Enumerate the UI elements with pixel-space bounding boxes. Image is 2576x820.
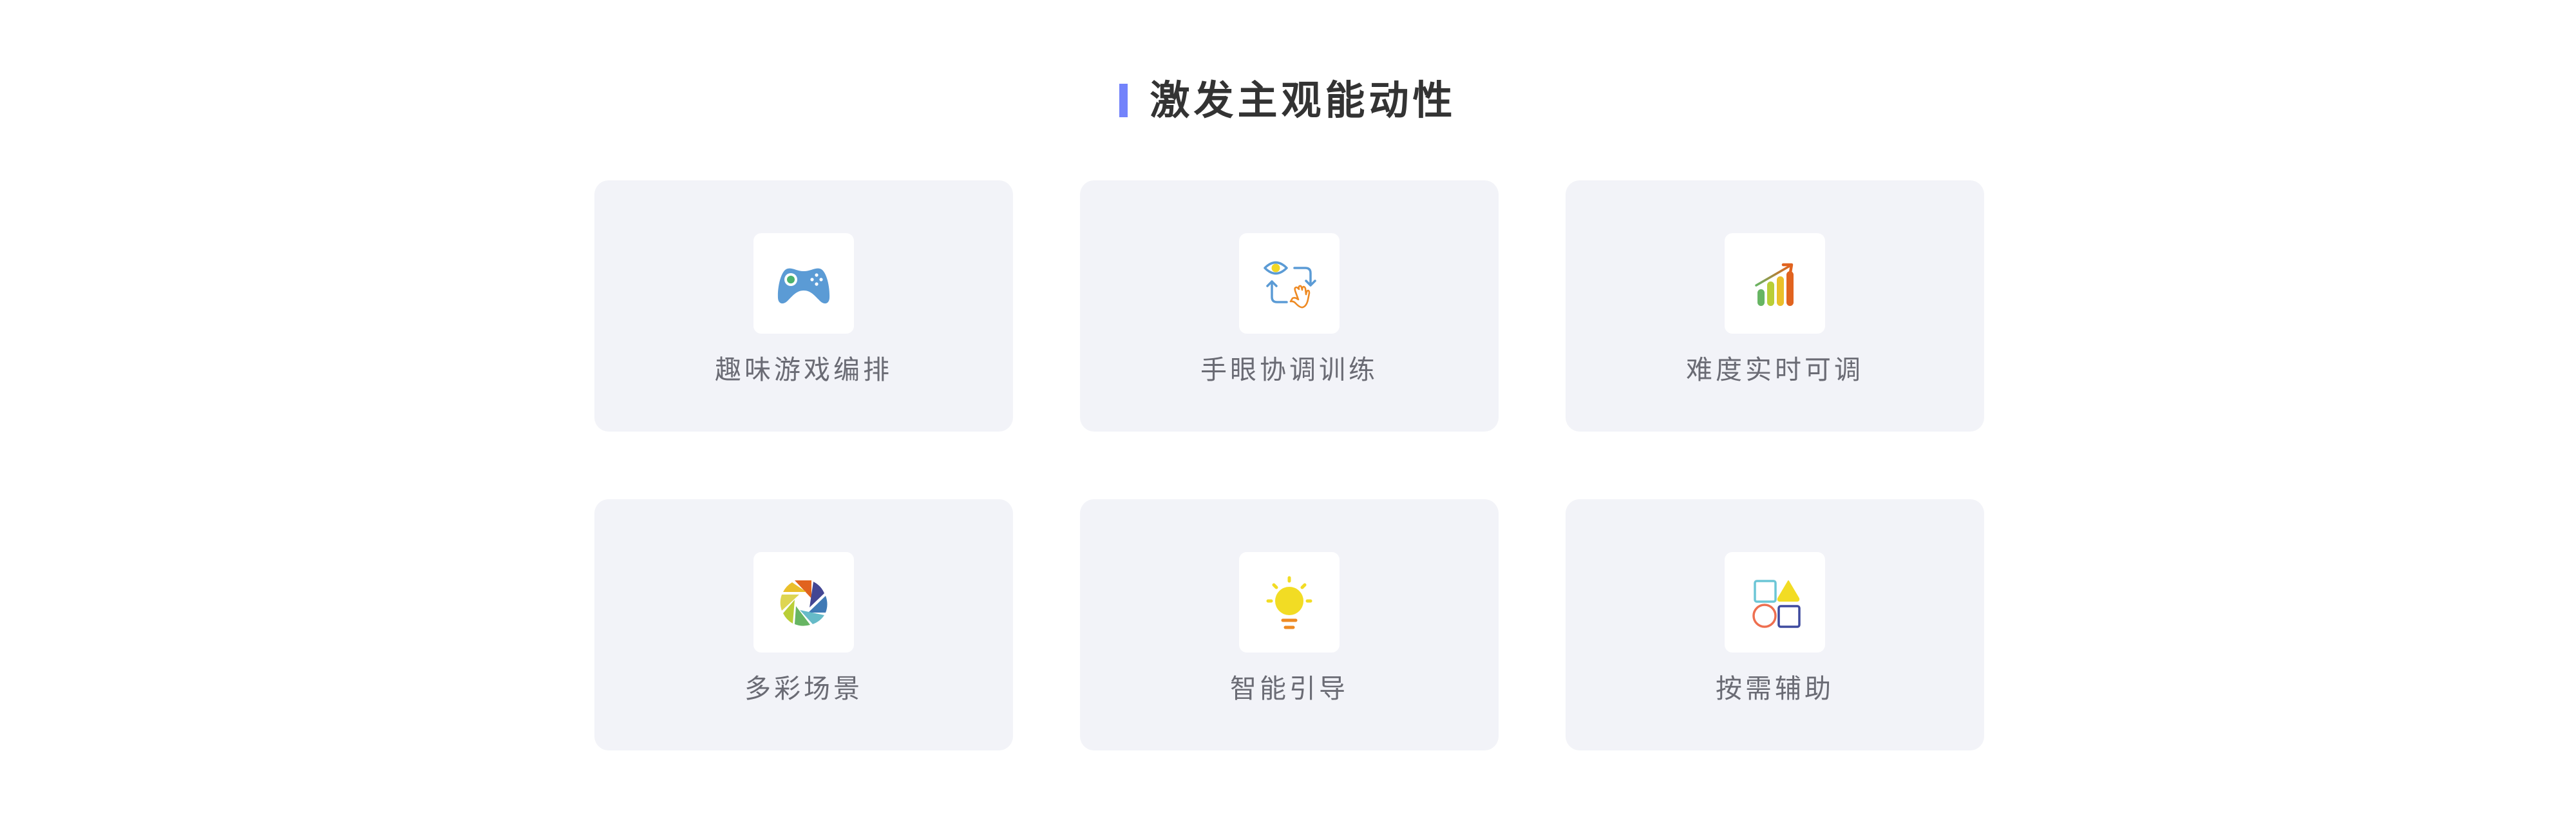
rising-bar-chart-icon [1755,263,1794,306]
icon-container [753,552,854,653]
section-title: 激发主观能动性 [1150,77,1457,124]
icon-container [1725,552,1825,653]
section-header: 激发主观能动性 [0,72,2576,129]
icon-container [753,233,854,334]
aperture-icon [780,580,828,626]
icon-container [1239,552,1340,653]
gamepad-icon [777,268,830,304]
feature-card-smart-guidance[interactable]: 智能引导 [1080,499,1499,750]
feature-card-grid: 趣味游戏编排 手眼协调训练 [594,180,1984,750]
card-label: 难度实时可调 [1686,354,1864,385]
card-label: 按需辅助 [1716,673,1834,704]
feature-card-colorful-scenes[interactable]: 多彩场景 [594,499,1013,750]
card-label: 多彩场景 [744,673,863,704]
feature-card-on-demand-assist[interactable]: 按需辅助 [1566,499,1984,750]
icon-container [1725,233,1825,334]
title-accent-bar [1119,84,1128,117]
eye-hand-coordination-icon [1264,261,1316,309]
card-label: 智能引导 [1230,673,1349,704]
feature-card-eye-hand-training[interactable]: 手眼协调训练 [1080,180,1499,432]
card-label: 趣味游戏编排 [715,354,893,385]
card-label: 手眼协调训练 [1200,354,1378,385]
lightbulb-icon [1266,576,1312,629]
shapes-icon [1752,580,1801,628]
icon-container [1239,233,1340,334]
feature-card-fun-games[interactable]: 趣味游戏编排 [594,180,1013,432]
feature-card-adjustable-difficulty[interactable]: 难度实时可调 [1566,180,1984,432]
